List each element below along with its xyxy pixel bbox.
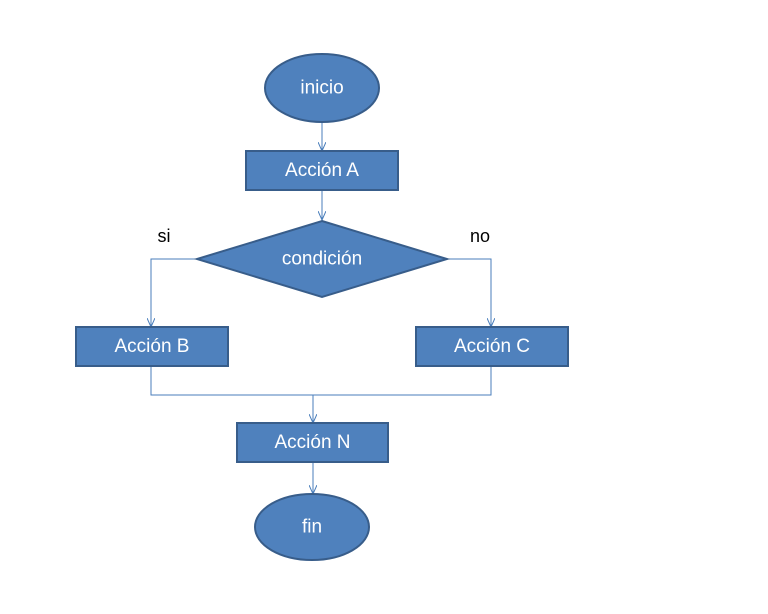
node-action-b: Acción B <box>75 326 229 367</box>
branch-yes-label: si <box>158 226 171 246</box>
condition-label: condición <box>282 249 362 270</box>
action-b-label: Acción B <box>115 336 190 357</box>
action-a-label: Acción A <box>285 160 359 181</box>
connectors <box>151 123 491 494</box>
node-action-a: Acción A <box>245 150 399 191</box>
connector-action-b-to-merge <box>150 366 492 396</box>
end-ellipse <box>254 493 370 561</box>
node-start: inicio <box>264 53 380 123</box>
action-c-label: Acción C <box>454 336 530 357</box>
connector-condition-to-action-c <box>447 258 491 327</box>
condition-diamond <box>193 219 451 299</box>
action-a-box <box>245 150 399 191</box>
node-condition: condición <box>193 219 451 299</box>
branch-no-label: no <box>470 226 490 246</box>
node-action-n: Acción N <box>236 422 389 463</box>
start-label: inicio <box>300 78 343 99</box>
action-b-box <box>75 326 229 367</box>
action-n-label: Acción N <box>274 432 350 453</box>
action-n-box <box>236 422 389 463</box>
end-label: fin <box>302 517 322 538</box>
action-c-box <box>415 326 569 367</box>
start-ellipse <box>264 53 380 123</box>
node-end: fin <box>254 493 370 561</box>
connector-condition-to-action-b <box>151 258 197 327</box>
node-action-c: Acción C <box>415 326 569 367</box>
